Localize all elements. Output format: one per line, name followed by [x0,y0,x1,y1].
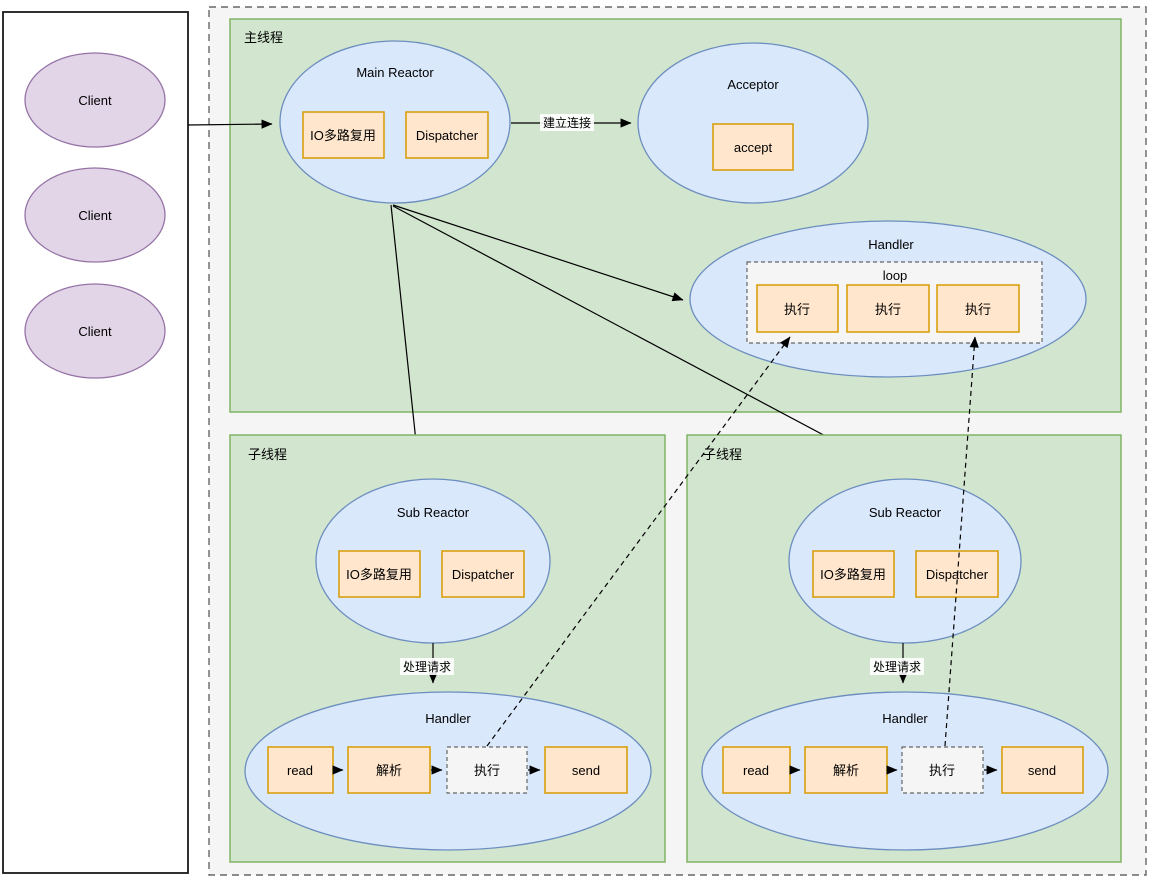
sub-handler-title: Handler [882,711,928,726]
sub-reactor-ellipse [788,478,1022,644]
edge-exec-to-loop-left [486,336,791,747]
edge-main-reactor-to-sub-reactor-right [392,205,896,474]
dispatcher-label: Dispatcher [416,128,479,143]
dispatcher-box [441,550,525,598]
send-box [544,746,628,794]
handle-request-label: 处理请求 [403,660,451,674]
io-multiplex-label: IO多路复用 [310,128,376,143]
io-multiplex-box [302,111,385,159]
sub-reactor-title: Sub Reactor [869,505,942,520]
accept-label: accept [734,140,773,155]
sub-thread-label: 子线程 [248,447,287,462]
main-reactor-title: Main Reactor [356,65,434,80]
exec-box-dashed [446,746,528,794]
parse-label: 解析 [376,763,402,778]
send-box [1001,746,1084,794]
io-multiplex-box [338,550,421,598]
acceptor-ellipse [637,42,869,204]
exec-box [936,284,1020,333]
sub-handler-node: Handler read 解析 执行 send [244,691,652,851]
sub-reactor-node: Sub Reactor IO多路复用 Dispatcher [788,478,1022,644]
client-node: Client [24,167,166,263]
exec-box-dashed [901,746,984,794]
exec-label: 执行 [929,763,955,778]
client-panel [2,11,189,874]
sub-thread-label: 子线程 [703,447,742,462]
main-reactor-ellipse [279,40,511,204]
handle-request-label: 处理请求 [873,660,921,674]
exec-label: 执行 [784,302,810,317]
client-label: Client [78,208,112,223]
edge-label-bg [540,114,594,131]
edge-main-reactor-to-handler [392,204,684,302]
exec-box [846,284,930,333]
edge-label-bg [870,658,924,675]
main-handler-title: Handler [868,237,914,252]
client-ellipse [24,283,166,379]
client-label: Client [78,324,112,339]
acceptor-title: Acceptor [727,77,779,92]
parse-box [804,746,888,794]
read-label: read [287,763,313,778]
parse-label: 解析 [833,763,859,778]
exec-box [756,284,839,333]
edge-main-reactor-to-sub-reactor-left [390,204,423,471]
edge-label-bg [400,658,454,675]
dispatcher-box [915,550,999,598]
loop-label: loop [883,268,908,283]
establish-connection-label: 建立连接 [543,115,591,130]
edge-client-to-main-reactor [187,119,273,129]
io-multiplex-label: IO多路复用 [346,567,412,582]
client-node: Client [24,52,166,148]
dispatcher-label: Dispatcher [452,567,515,582]
client-ellipse [24,52,166,148]
sub-reactor-node: Sub Reactor IO多路复用 Dispatcher [315,478,551,644]
exec-label: 执行 [965,302,991,317]
main-reactor-node: Main Reactor IO多路复用 Dispatcher [279,40,511,204]
acceptor-node: Acceptor accept [637,42,869,204]
client-label: Client [78,93,112,108]
sub-handler-node: Handler read 解析 执行 send [701,691,1109,851]
io-multiplex-box [812,550,895,598]
exec-label: 执行 [474,763,500,778]
main-thread-label: 主线程 [244,30,283,45]
read-box [722,746,791,794]
read-label: read [743,763,769,778]
sub-reactor-title: Sub Reactor [397,505,470,520]
accept-box [712,123,794,171]
send-label: send [1028,763,1056,778]
client-node: Client [24,283,166,379]
send-label: send [572,763,600,778]
exec-label: 执行 [875,302,901,317]
io-multiplex-label: IO多路复用 [820,567,886,582]
parse-box [347,746,431,794]
dispatcher-box [405,111,489,159]
client-ellipse [24,167,166,263]
sub-handler-title: Handler [425,711,471,726]
main-handler-node: Handler loop 执行 执行 执行 [689,220,1087,378]
